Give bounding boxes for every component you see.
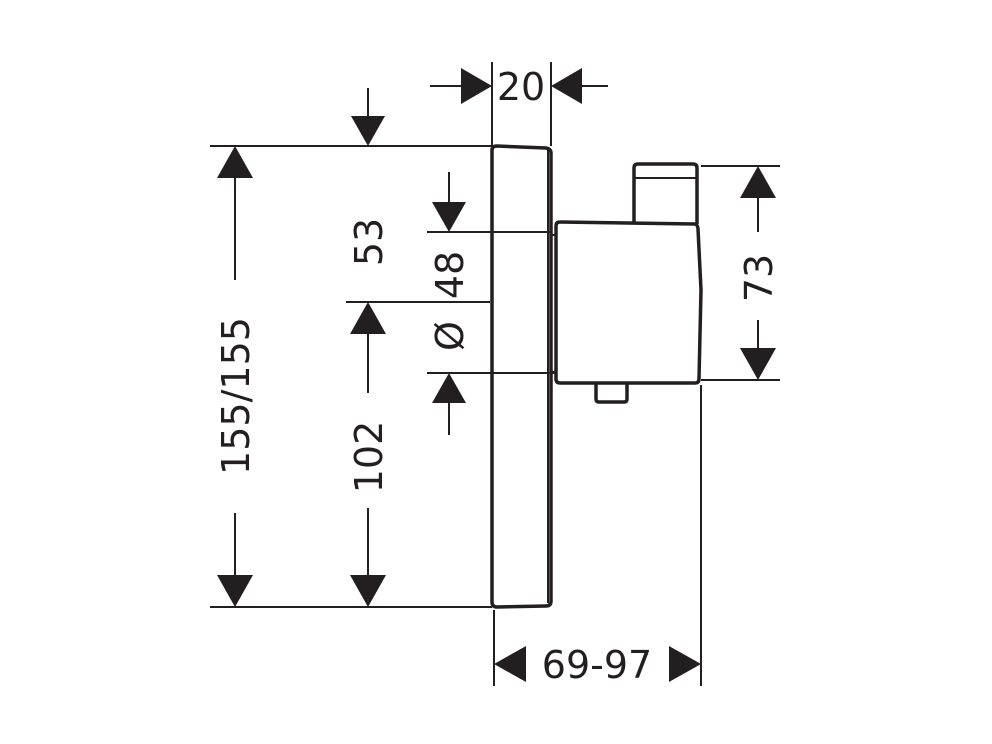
diameter-symbol: Ø: [428, 321, 472, 351]
dim-diameter: 48 Ø: [428, 172, 472, 435]
part-outline: [490, 144, 703, 609]
dim-upper-offset: 53: [347, 218, 391, 266]
valve-body: [554, 220, 703, 385]
bottom-nipple: [594, 383, 629, 404]
arrow-right-marker: [669, 646, 701, 682]
dim-top-width: 20: [430, 65, 608, 109]
arrow-left-marker: [494, 646, 526, 682]
dim-label-69-97: 69-97: [542, 643, 652, 687]
arrow-right-marker: [461, 68, 492, 104]
dim-label-48: 48: [428, 251, 472, 299]
dim-label-20: 20: [497, 65, 545, 109]
arrow-down-marker: [351, 116, 385, 146]
arrow-down-marker: [350, 575, 386, 607]
arrow-up-marker: [350, 302, 386, 334]
dim-label-102: 102: [347, 421, 391, 494]
extension-lines: [210, 62, 780, 686]
arrow-left-marker: [551, 68, 582, 104]
dim-depth-range: 69-97: [494, 643, 701, 687]
dim-body-height: 73: [737, 166, 781, 380]
dim-total-height: 155/155: [214, 146, 258, 607]
top-connector: [632, 162, 699, 224]
dim-top-reference: [351, 88, 385, 146]
cover-plate: [490, 144, 553, 609]
arrow-up-marker: [432, 373, 466, 403]
arrow-down-marker: [740, 348, 776, 380]
dim-lower-offset: 102: [347, 302, 391, 607]
dim-label-155-155: 155/155: [214, 317, 258, 475]
dim-label-73: 73: [737, 254, 781, 302]
dim-label-53: 53: [347, 218, 391, 266]
arrow-down-marker: [432, 202, 466, 232]
arrow-up-marker: [740, 166, 776, 198]
arrow-down-marker: [217, 575, 253, 607]
